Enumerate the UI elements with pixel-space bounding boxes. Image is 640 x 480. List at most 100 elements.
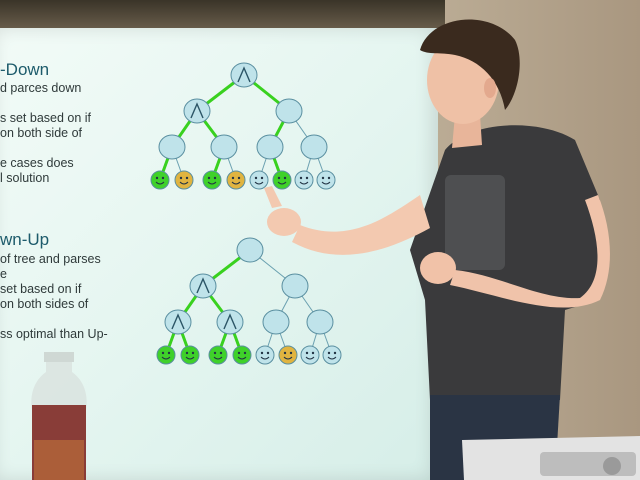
tree-node <box>236 237 264 263</box>
smiley-mouth <box>254 181 264 185</box>
smiley-eye <box>321 176 325 180</box>
smiley-circle <box>208 345 228 365</box>
smiley-eye <box>185 176 189 180</box>
smiley-face <box>208 345 228 365</box>
smiley-circle <box>294 170 314 190</box>
slide-text-bottom-line: set based on if <box>0 282 82 296</box>
smiley-face <box>150 170 170 190</box>
smiley-face <box>322 345 342 365</box>
slide-heading-top: -Down <box>0 60 50 79</box>
slide-text-bottom-line: ss optimal than Up- <box>0 327 108 341</box>
smiley-mouth <box>185 356 195 360</box>
smiley-eye <box>333 351 337 355</box>
slide-text-top-line: l solution <box>0 171 50 185</box>
tree-top-down <box>150 62 336 190</box>
smiley-eye <box>305 351 309 355</box>
smiley-circle <box>322 345 342 365</box>
smiley-circle <box>278 345 298 365</box>
smiley-mouth <box>277 181 287 185</box>
smiley-eye <box>219 351 223 355</box>
slide-text-top-line: e cases does <box>0 156 74 170</box>
tree-node <box>281 273 309 299</box>
tree-node-arrow <box>223 313 237 330</box>
smiley-circle <box>300 345 320 365</box>
smiley-circle <box>249 170 269 190</box>
smiley-mouth <box>231 181 241 185</box>
smiley-circle <box>316 170 336 190</box>
projector-knob <box>603 457 621 475</box>
smiley-eye <box>283 176 287 180</box>
smiley-circle <box>272 170 292 190</box>
tree-node <box>189 273 217 299</box>
projection-screen-top-edge <box>0 0 445 30</box>
smiley-mouth <box>260 356 270 360</box>
slide-text-bottom-line: of tree and parses <box>0 252 101 266</box>
smiley-eye <box>179 176 183 180</box>
smiley-eye <box>289 351 293 355</box>
bottle-cap <box>44 352 74 362</box>
tree-node-arrow <box>190 102 204 119</box>
smiley-face <box>156 345 176 365</box>
smiley-face <box>316 170 336 190</box>
tree-node <box>183 98 211 124</box>
smiley-eye <box>237 176 241 180</box>
smiley-eye <box>327 351 331 355</box>
smiley-eye <box>213 351 217 355</box>
smiley-eye <box>277 176 281 180</box>
tree-node <box>262 309 290 335</box>
presenter-hair <box>420 19 520 110</box>
tree-node-arrow <box>237 66 251 83</box>
smiley-circle <box>174 170 194 190</box>
presenter-arm-pointing <box>292 195 430 255</box>
tree-node-arrow <box>171 313 185 330</box>
slide-heading-bottom: wn-Up <box>0 230 50 249</box>
smiley-mouth <box>207 181 217 185</box>
slide-text-top-line: d parces down <box>0 81 82 95</box>
smiley-circle <box>202 170 222 190</box>
smiley-circle <box>180 345 200 365</box>
slide-text-bottom-line: e <box>0 267 7 281</box>
smiley-mouth <box>321 181 331 185</box>
slide-text-bottom-line: on both sides of <box>0 297 89 311</box>
tree-node <box>300 134 328 160</box>
tree-bottom-up <box>156 237 342 365</box>
smiley-mouth <box>327 356 337 360</box>
smiley-eye <box>254 176 258 180</box>
tree-node <box>230 62 258 88</box>
smiley-face <box>232 345 252 365</box>
smiley-circle <box>226 170 246 190</box>
presenter-ear <box>484 78 496 98</box>
smiley-eye <box>161 176 165 180</box>
tree-node <box>158 134 186 160</box>
tree-node-arrow <box>196 277 210 294</box>
slide-text-top-line: s set based on if <box>0 111 92 125</box>
smiley-face <box>300 345 320 365</box>
smiley-circle <box>150 170 170 190</box>
smiley-mouth <box>161 356 171 360</box>
smiley-mouth <box>237 356 247 360</box>
smiley-eye <box>260 176 264 180</box>
tree-node <box>306 309 334 335</box>
shirt-print <box>445 175 505 270</box>
smiley-face <box>226 170 246 190</box>
tree-node <box>275 98 303 124</box>
smiley-face <box>202 170 222 190</box>
smiley-mouth <box>179 181 189 185</box>
smiley-face <box>294 170 314 190</box>
smiley-face <box>272 170 292 190</box>
smiley-eye <box>237 351 241 355</box>
smiley-eye <box>207 176 211 180</box>
smiley-circle <box>255 345 275 365</box>
presenter-hand <box>420 252 456 284</box>
tree-node <box>164 309 192 335</box>
smiley-mouth <box>283 356 293 360</box>
smiley-mouth <box>299 181 309 185</box>
smiley-eye <box>213 176 217 180</box>
smiley-mouth <box>305 356 315 360</box>
smiley-eye <box>231 176 235 180</box>
smiley-eye <box>185 351 189 355</box>
